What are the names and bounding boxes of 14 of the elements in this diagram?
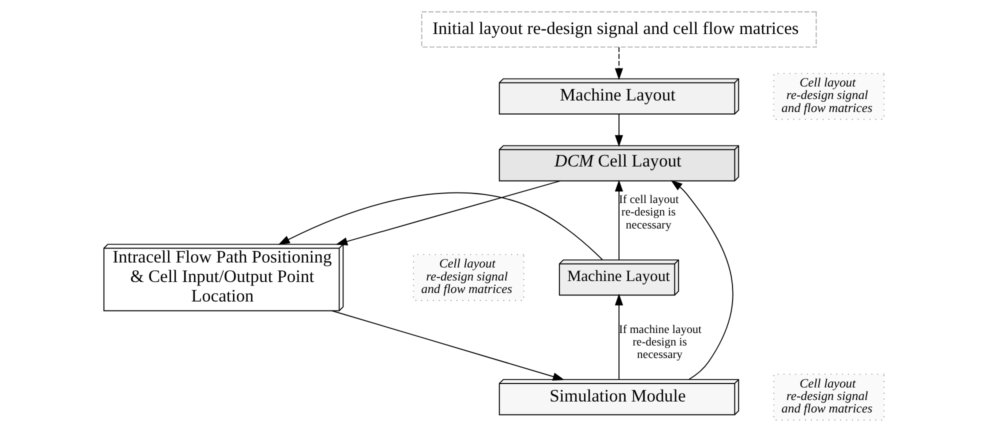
node-box: Cell layout re-design signal and flow matrices [773, 374, 885, 421]
arrow [614, 114, 624, 147]
arrow [331, 310, 565, 381]
arrow [614, 180, 624, 260]
arrow [670, 180, 734, 380]
arrow [278, 192, 603, 260]
node-box: Cell layout re-design signal and flow matrices [412, 254, 524, 301]
arrow [614, 46, 624, 80]
node-box: Cell layout re-design signal and flow matrices [773, 72, 885, 120]
edge-label: If machine layout re-design is necessary [618, 322, 702, 362]
edge-label: If cell layout re-design is necessary [618, 192, 679, 232]
arrow [614, 294, 624, 380]
arrow [336, 180, 561, 246]
node-box: Initial layout re-design signal and cell flow matrices [421, 11, 817, 48]
